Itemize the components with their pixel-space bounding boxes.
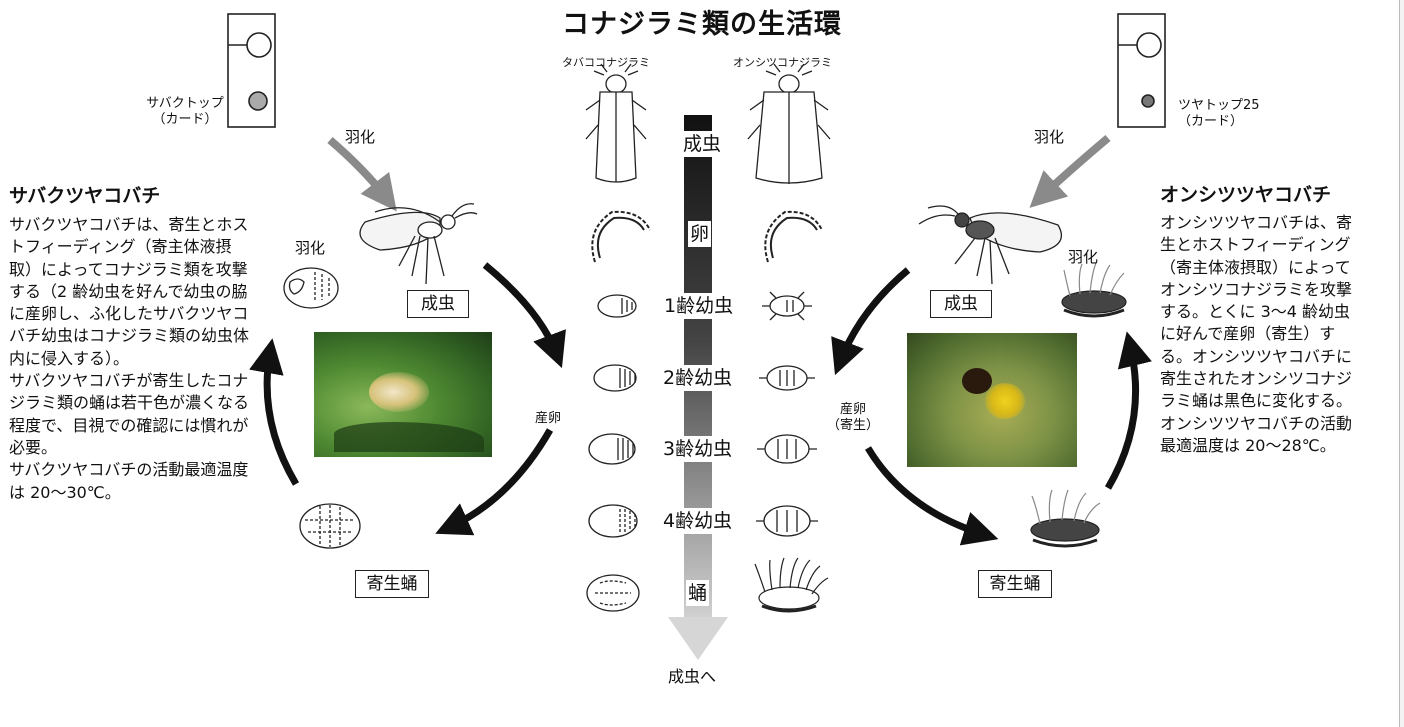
left-parasitoid-wasp-icon: [360, 204, 477, 284]
right-egg-arc-icon: [765, 212, 822, 262]
right-wasp-photo: [907, 333, 1077, 467]
right-pupa-to-adult-arrow: [1108, 345, 1136, 488]
left-nymph-icons: [587, 295, 639, 611]
left-adult-to-oviposit-arrow: [485, 265, 557, 355]
right-wasp-heading: オンシツツヤコバチ: [1160, 180, 1331, 207]
left-emergence-arrow: [330, 140, 388, 200]
left-emergence-label-side: 羽化: [295, 237, 325, 258]
right-wasp-description: オンシツツヤコバチは、寄生とホストフィーディング（寄主体液摂取）によってオンシツ…: [1160, 212, 1364, 457]
left-wasp-photo: [314, 332, 492, 457]
right-page-edge: [1399, 0, 1404, 727]
stage-label-second-instar: 2齢幼虫: [661, 365, 734, 391]
left-wasp-description-1: サバクツヤコバチは、寄生とホストフィーディング（寄主体液摂取）によってコナジラミ…: [9, 214, 255, 370]
left-parasitized-pupa-label: 寄生蛹: [355, 570, 429, 598]
stage-label-adult: 成虫: [681, 131, 723, 157]
left-adult-label: 成虫: [407, 290, 469, 318]
right-adult-to-oviposit-arrow: [840, 270, 908, 362]
right-adult-label: 成虫: [930, 290, 992, 318]
right-parasitoid-wasp-icon: [919, 206, 1061, 284]
left-wasp-description-3: サバクツヤコバチの活動最適温度は 20〜30℃。: [9, 459, 255, 504]
left-host-nymph-icon: [284, 268, 338, 308]
left-oviposition-label: 産卵: [535, 407, 561, 426]
stage-bar-arrowhead: [668, 617, 728, 660]
stage-label-pupa: 蛹: [686, 580, 709, 606]
right-nymph-icons: [756, 292, 818, 536]
left-adult-whitefly-icon: [586, 64, 646, 182]
stage-label-fourth-instar: 4齢幼虫: [661, 508, 734, 534]
left-emergence-label-top: 羽化: [345, 126, 375, 147]
left-egg-arc-icon: [592, 212, 650, 262]
left-parasitized-pupa-icon: [300, 504, 360, 548]
left-wasp-description: サバクツヤコバチは、寄生とホストフィーディング（寄主体液摂取）によってコナジラミ…: [9, 214, 255, 504]
left-trap-card-label: サバクトップ （カード）: [145, 96, 225, 128]
right-blackened-pupa-icon-bottom: [1031, 490, 1100, 546]
right-oviposition-label: 産卵 （寄生）: [826, 402, 880, 434]
left-pupa-to-adult-arrow: [267, 352, 296, 484]
right-whitefly-pupa-icon: [755, 558, 828, 611]
right-parasitized-pupa-label: 寄生蛹: [978, 570, 1052, 598]
to-adult-label: 成虫へ: [668, 663, 716, 687]
left-wasp-heading: サバクツヤコバチ: [9, 181, 160, 208]
left-wasp-description-2: サバクツヤコバチが寄生したコナジラミ類の蛹は若干色が濃くなる程度で、目視での確認…: [9, 370, 255, 459]
right-emergence-arrow: [1040, 138, 1108, 198]
right-adult-whitefly-icon: [748, 64, 830, 184]
stage-label-first-instar: 1齢幼虫: [662, 293, 735, 319]
left-trap-card-graphic: [228, 14, 275, 127]
right-trap-card-label: ツヤトップ25 （カード）: [1178, 98, 1270, 130]
right-trap-card-graphic: [1118, 14, 1165, 127]
right-emergence-label-side: 羽化: [1068, 246, 1098, 267]
stage-label-egg: 卵: [688, 221, 711, 247]
right-blackened-pupa-icon-top: [1062, 263, 1126, 316]
stage-label-third-instar: 3齢幼虫: [661, 436, 734, 462]
right-emergence-label-top: 羽化: [1034, 126, 1064, 147]
